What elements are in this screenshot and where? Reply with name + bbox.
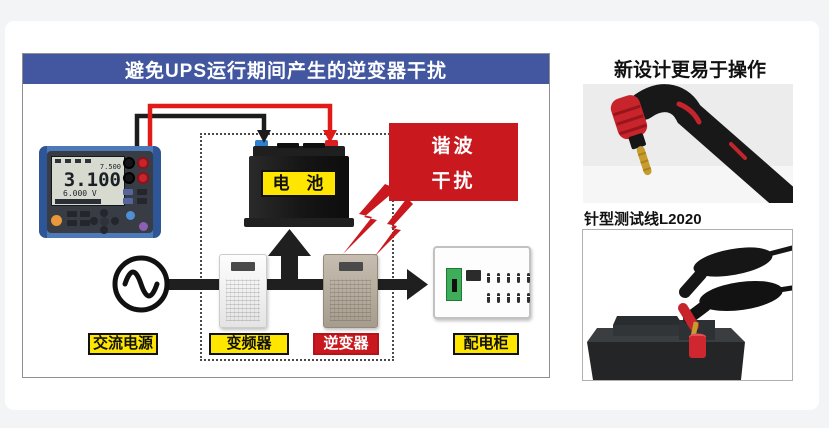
meter-lcd: 7.500 3.100 6.000 V <box>51 156 125 206</box>
save-button <box>139 222 148 231</box>
diagram-title: 避免UPS运行期间产生的逆变器干扰 <box>124 60 448 82</box>
sense-jack-red <box>137 157 149 169</box>
lightning-bolts-icon <box>343 184 413 256</box>
product-label: 针型测试线L2020 <box>584 211 702 228</box>
breaker-slot <box>452 279 457 292</box>
main-switch <box>466 270 481 281</box>
interference-line1: 谐波 <box>431 136 476 157</box>
lcd-top-reading: 7.500 <box>99 163 121 171</box>
lcd-sub-unit: V <box>91 189 97 198</box>
breaker-switch <box>446 268 462 301</box>
ac-source-tag: 交流电源 <box>88 333 158 355</box>
dpad-right-button <box>111 217 119 225</box>
lcd-status-icons <box>55 159 95 163</box>
probe-handle <box>629 84 801 214</box>
interference-line2: 干扰 <box>431 171 476 192</box>
lcd-main-reading: 3.100 <box>63 169 121 191</box>
device-grille <box>226 279 260 321</box>
probe-tip-photo <box>583 84 801 214</box>
enter-button <box>126 211 135 220</box>
ac-source-icon <box>112 255 170 313</box>
probe-red-accent <box>729 142 747 160</box>
probe-red-collar <box>610 95 652 176</box>
probe-red-elbow <box>678 303 699 331</box>
source-jack-red <box>137 172 149 184</box>
probe-red-accent <box>676 101 702 125</box>
lcd-sub-reading: 6.000 V <box>55 189 121 198</box>
probe-gold-pin <box>690 321 699 339</box>
interference-alert-box: 谐波 干扰 <box>389 123 518 201</box>
meter-button <box>137 189 147 195</box>
battery-front-face <box>587 342 745 380</box>
sense-jack-black <box>123 157 135 169</box>
battery-terminal-cap <box>689 336 706 358</box>
meter-button <box>80 211 90 217</box>
toggle-row-1 <box>487 273 530 283</box>
inverter-tag: 逆变器 <box>313 333 379 355</box>
dpad-down-button <box>100 226 108 234</box>
dpad-center-button <box>100 217 109 226</box>
device-grille <box>330 279 371 321</box>
dpad-left-button <box>90 217 98 225</box>
bus-right-arrow-icon <box>407 269 428 300</box>
frequency-converter-device <box>219 254 267 328</box>
sine-wave-icon <box>122 269 160 299</box>
side-panel-heading: 新设计更易于操作 <box>613 60 766 81</box>
ups-diagram-panel: 避免UPS运行期间产生的逆变器干扰 <box>22 53 550 378</box>
battery-tester: 7.500 3.100 6.000 V <box>39 146 161 238</box>
source-jack-black <box>123 172 135 184</box>
meter-button <box>67 220 77 226</box>
probe-illustration <box>583 84 801 214</box>
lower-probe-grip <box>699 280 783 312</box>
toggle-row-2 <box>487 293 530 303</box>
lcd-bar-graph <box>55 199 102 204</box>
meter-button <box>123 198 133 204</box>
battery-measurement-photo <box>582 229 795 381</box>
upper-probe-grip <box>693 247 773 277</box>
distribution-cabinet-tag: 配电柜 <box>453 333 519 355</box>
battery-base <box>244 218 354 227</box>
dpad-up-button <box>100 209 108 217</box>
battery-label-tag: 电 池 <box>261 170 337 197</box>
diagram-title-band: 避免UPS运行期间产生的逆变器干扰 <box>23 54 549 84</box>
meter-button <box>80 220 90 226</box>
lcd-sub-value: 6.000 <box>63 189 88 198</box>
meter-button <box>67 211 77 217</box>
meter-button <box>123 189 133 195</box>
device-screen <box>231 262 255 271</box>
distribution-cabinet-device <box>433 246 531 319</box>
power-button <box>51 215 62 226</box>
meter-face: 7.500 3.100 6.000 V <box>47 151 153 234</box>
device-screen <box>338 262 363 271</box>
battery-illustration <box>583 230 795 380</box>
inverter-device <box>323 254 378 328</box>
frequency-converter-tag: 变频器 <box>209 333 289 355</box>
meter-button <box>137 198 147 204</box>
